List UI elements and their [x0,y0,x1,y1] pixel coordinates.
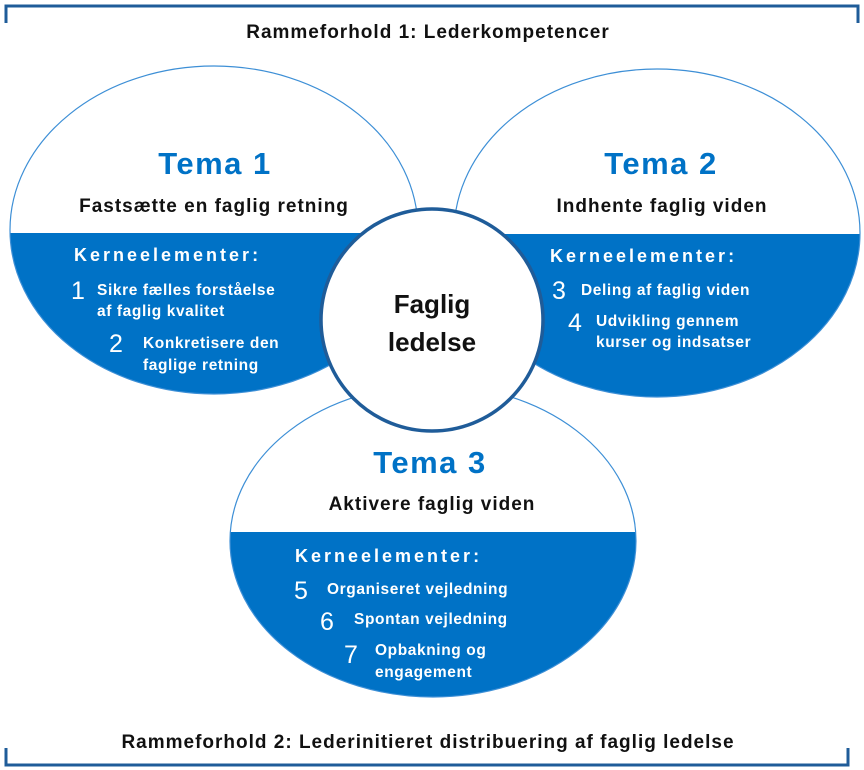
item-text: Organiseret vejledning [327,581,508,598]
item-number: 1 [71,277,85,305]
theme-1-title: Tema 1 [158,146,272,181]
theme-2-title: Tema 2 [604,146,718,181]
item-number: 6 [320,608,334,636]
item-text: Opbakning og [375,642,486,659]
theme-3-title: Tema 3 [373,445,487,480]
theme-1-subtitle: Fastsætte en faglig retning [79,196,349,217]
theme-1-kerne-label: Kerneelementer: [74,245,261,265]
item-number: 5 [294,577,308,605]
item-number: 3 [552,277,566,305]
item-text: engagement [375,664,472,681]
frame [4,4,860,767]
item-text: Deling af faglig viden [581,282,750,299]
frame-bottom-border [4,748,850,767]
item-text: Spontan vejledning [354,611,508,628]
center-label-line1: Faglig [394,289,471,319]
theme-2-subtitle: Indhente faglig viden [556,196,767,217]
item-number: 4 [568,309,582,337]
theme-3-subtitle: Aktivere faglig viden [329,494,536,515]
item-text: faglige retning [143,357,259,374]
frame-bottom-label: Rammeforhold 2: Lederinitieret distribue… [121,732,734,753]
center-circle [319,207,545,433]
frame-top-border [4,4,860,23]
theme-3-kerne-label: Kerneelementer: [295,546,482,566]
theme-2-kerne-label: Kerneelementer: [550,246,737,266]
item-text: kurser og indsatser [596,334,751,351]
item-number: 2 [109,330,123,358]
item-text: Konkretisere den [143,335,279,352]
item-text: af faglig kvalitet [97,303,225,320]
item-text: Udvikling gennem [596,313,739,330]
item-text: Sikre fælles forståelse [97,282,275,299]
item-number: 7 [344,641,358,669]
frame-top-label: Rammeforhold 1: Lederkompetencer [246,22,610,43]
center-label-line2: ledelse [388,327,476,357]
